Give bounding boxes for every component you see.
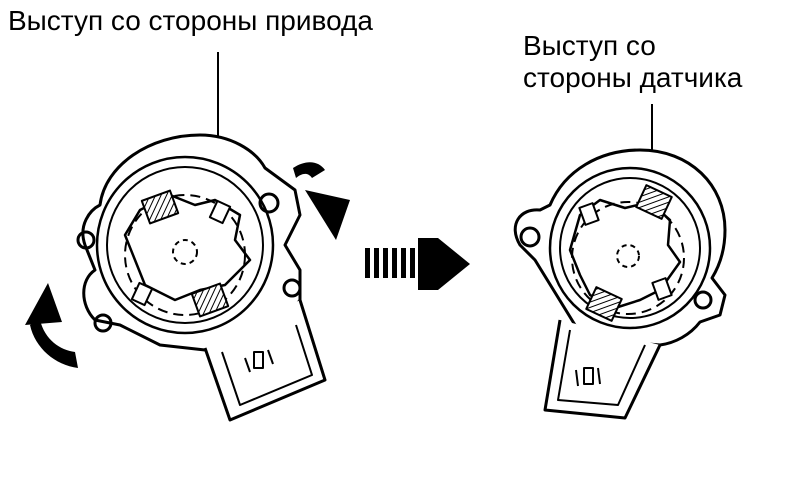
right-sensor-connector xyxy=(543,319,662,420)
sensor-side-tab-label: Выступ со стороны датчика xyxy=(523,30,742,94)
left-sensor-outer-ring xyxy=(95,155,275,335)
left-sensor-rotor xyxy=(123,193,252,302)
right-sensor-outer-ring xyxy=(548,166,712,330)
left-sensor-mount-hole-top xyxy=(258,192,280,214)
right-sensor-tab-hatch-top xyxy=(635,184,673,220)
left-sensor-connector-inner xyxy=(221,324,313,406)
left-sensor-drive-tab-hatch-bottom xyxy=(190,282,230,318)
left-sensor-drive-tab-hatch-top xyxy=(140,189,180,225)
left-sensor-inner-ring xyxy=(106,166,264,324)
right-sensor-mount-hole-left xyxy=(519,226,541,248)
right-sensor-tab-right xyxy=(651,277,673,301)
curved-arrow-icon-shaft-up xyxy=(30,320,78,368)
right-sensor-mount-hole-right xyxy=(693,290,713,310)
left-sensor-shaft-dashed xyxy=(124,194,246,316)
curved-arrow-icon-head-down xyxy=(305,190,350,240)
drive-side-tab-label: Выступ со стороны привода xyxy=(8,5,373,36)
curved-arrow-icon-head-up xyxy=(25,283,62,325)
sensor-side-tab-label-line1: Выступ со xyxy=(523,30,656,61)
curved-arrow-icon xyxy=(293,162,325,178)
striped-arrow-icon xyxy=(365,238,470,290)
sensor-side-tab-label-line2: стороны датчика xyxy=(523,62,743,94)
left-sensor-center-dashed xyxy=(172,239,198,265)
left-sensor-mount-hole-bottom xyxy=(93,313,113,333)
left-sensor-drawing xyxy=(76,52,327,422)
left-sensor-tab-left xyxy=(130,281,154,307)
right-sensor-tab-left xyxy=(578,202,600,226)
left-sensor-mount-hole-right xyxy=(282,278,302,298)
left-sensor-mount-hole-left xyxy=(76,230,96,250)
right-sensor-tab-hatch-bottom xyxy=(585,286,623,322)
connector-pin-icon xyxy=(244,349,274,373)
right-sensor-connector-inner xyxy=(557,329,646,406)
left-rotation-arrows xyxy=(25,162,350,368)
right-sensor-shaft-dashed xyxy=(571,201,685,315)
right-sensor-center-dashed xyxy=(616,244,640,268)
connector-pin-icon xyxy=(575,367,601,387)
right-sensor-inner-ring xyxy=(559,177,701,319)
right-sensor-drawing xyxy=(513,104,727,420)
right-sensor-rotor xyxy=(568,198,682,310)
left-sensor-tab-top xyxy=(208,199,232,225)
